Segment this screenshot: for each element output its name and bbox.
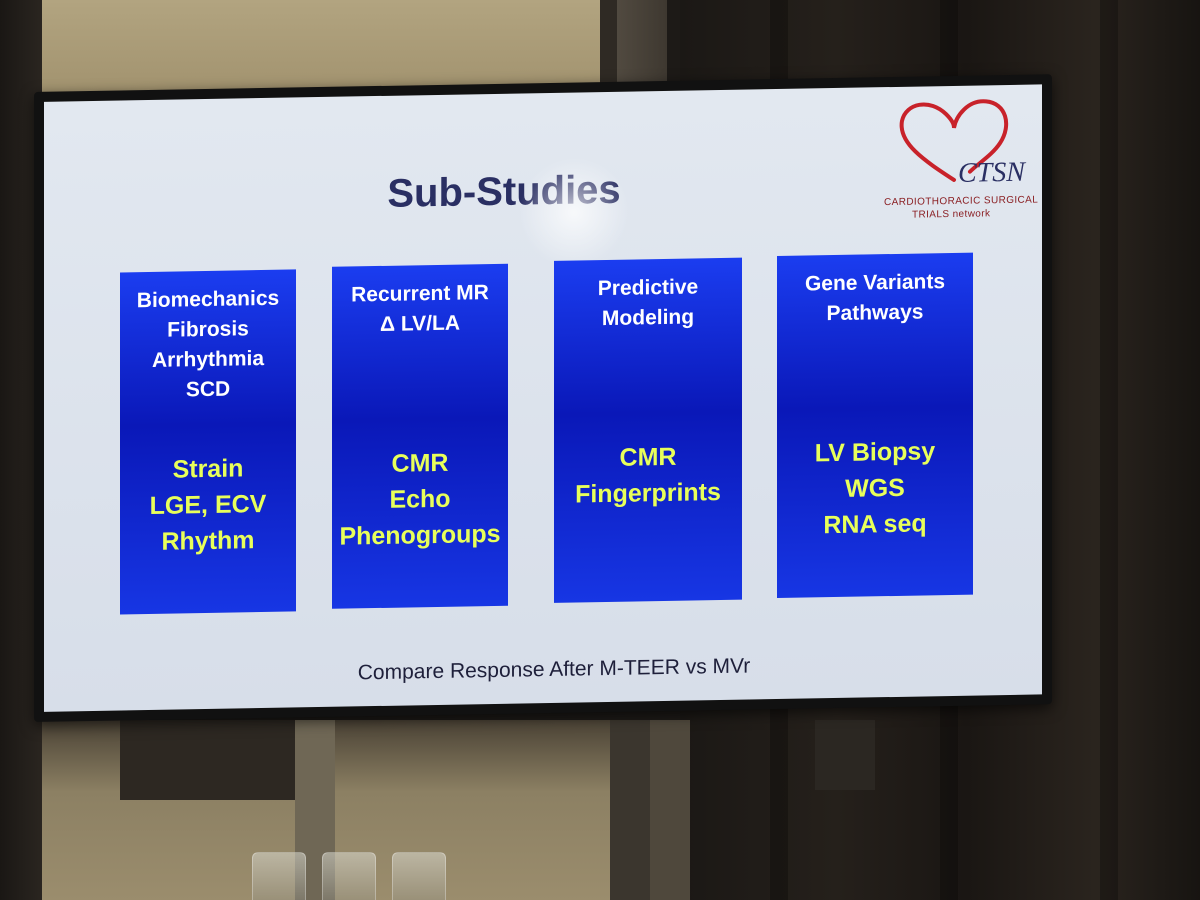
topic-line: Modeling <box>601 305 695 331</box>
curtain-fold <box>1100 0 1118 900</box>
method-line: Strain <box>172 454 244 484</box>
method-line: CMR <box>619 442 677 472</box>
box-methods: CMR Echo Phenogroups <box>332 444 508 555</box>
ctsn-logo: CTSN CARDIOTHORACIC SURGICAL TRIALS netw… <box>884 91 1038 223</box>
method-line: LGE, ECV <box>149 489 267 520</box>
presentation-slide: Sub-Studies CTSN CARDIOTHORACIC SURGICAL… <box>44 84 1042 712</box>
box-methods: CMR Fingerprints <box>554 438 742 513</box>
substudy-box-recurrent-mr: Recurrent MR Δ LV/LA CMR Echo Phenogroup… <box>332 263 508 609</box>
substudy-box-biomechanics: Biomechanics Fibrosis Arrhythmia SCD Str… <box>120 269 296 615</box>
drinking-glass <box>252 852 306 900</box>
box-topics: Biomechanics Fibrosis Arrhythmia SCD <box>120 283 296 406</box>
drinking-glass <box>322 852 376 900</box>
box-methods: Strain LGE, ECV Rhythm <box>120 449 296 560</box>
topic-line: Predictive <box>597 275 699 301</box>
logo-wordmark: CTSN <box>958 156 1025 189</box>
method-line: CMR <box>391 448 449 478</box>
method-line: Echo <box>389 484 451 514</box>
wall-bracket <box>815 720 875 790</box>
box-topics: Predictive Modeling <box>554 272 742 335</box>
slide-footer: Compare Response After M-TEER vs MVr <box>357 654 751 685</box>
method-line: Rhythm <box>161 526 255 556</box>
method-line: RNA seq <box>823 509 927 540</box>
tv-stand-pillar <box>610 720 650 900</box>
method-line: Phenogroups <box>339 519 501 551</box>
topic-line: Biomechanics <box>136 286 280 313</box>
lower-wall-shadow <box>120 720 300 800</box>
method-line: Fingerprints <box>575 478 721 509</box>
tv-stand-pillar <box>650 720 690 900</box>
topic-line: Recurrent MR <box>351 281 489 307</box>
logo-subtitle: TRIALS network <box>912 208 991 221</box>
box-topics: Gene Variants Pathways <box>777 267 973 330</box>
substudy-box-predictive-modeling: Predictive Modeling CMR Fingerprints <box>554 257 742 603</box>
topic-line: SCD <box>185 377 231 402</box>
method-line: LV Biopsy <box>814 437 936 468</box>
slide-title: Sub-Studies <box>387 167 621 216</box>
topic-line: Pathways <box>826 300 924 326</box>
method-line: WGS <box>845 473 905 503</box>
substudy-box-gene-variants: Gene Variants Pathways LV Biopsy WGS RNA… <box>777 252 973 599</box>
box-topics: Recurrent MR Δ LV/LA <box>332 278 508 341</box>
logo-subtitle: CARDIOTHORACIC SURGICAL <box>884 194 1039 209</box>
topic-line: Δ LV/LA <box>379 311 461 336</box>
topic-line: Arrhythmia <box>151 346 265 372</box>
drinking-glass <box>392 852 446 900</box>
topic-line: Gene Variants <box>804 270 946 296</box>
tv-screen: Sub-Studies CTSN CARDIOTHORACIC SURGICAL… <box>34 74 1052 723</box>
heart-icon <box>899 99 1009 182</box>
topic-line: Fibrosis <box>167 317 249 342</box>
box-methods: LV Biopsy WGS RNA seq <box>777 433 973 544</box>
